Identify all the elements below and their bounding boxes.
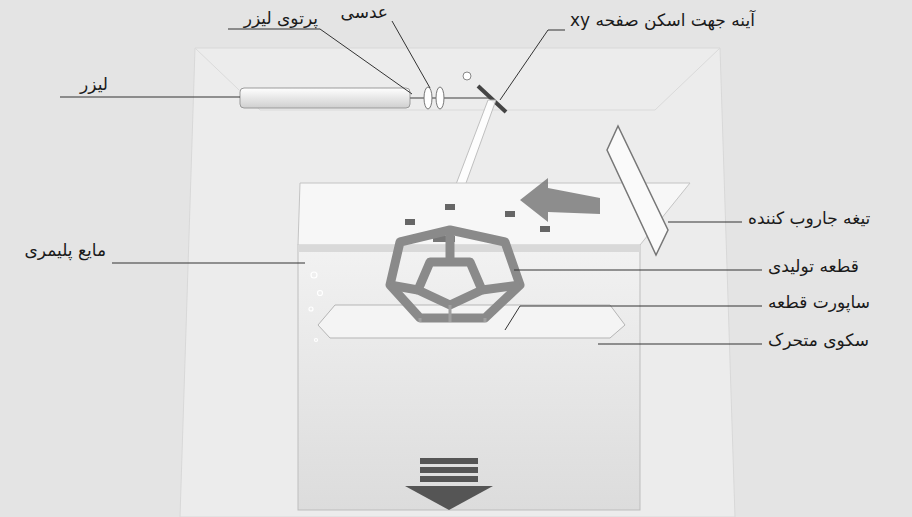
blade-label: تیغه جاروب کننده bbox=[746, 208, 872, 228]
laser-beam bbox=[410, 97, 492, 99]
housing-edge bbox=[195, 48, 720, 110]
part-supports bbox=[420, 305, 485, 322]
cured-spot bbox=[445, 204, 455, 210]
resin-vat bbox=[298, 245, 640, 510]
laser-label: لیزر bbox=[78, 74, 110, 94]
resin-label: مایع پلیمری bbox=[23, 240, 108, 260]
lens-label: عدسی bbox=[339, 2, 390, 22]
printer-housing bbox=[180, 48, 735, 517]
recoater-blade bbox=[607, 126, 668, 255]
lens bbox=[424, 87, 432, 109]
cured-spot bbox=[405, 219, 415, 225]
sweep-arrow bbox=[520, 178, 600, 222]
vat-rim bbox=[298, 245, 640, 252]
leader-lines bbox=[60, 21, 762, 344]
mirror-label: آینه جهت اسکن صفحه xy bbox=[568, 10, 757, 30]
mirror-pivot bbox=[463, 72, 471, 80]
platform-label: سکوی متحرک bbox=[766, 330, 871, 350]
laser-tube bbox=[240, 88, 410, 108]
bubbles bbox=[309, 272, 324, 342]
support-label: ساپورت قطعه bbox=[766, 292, 872, 312]
cured-spot bbox=[540, 226, 550, 232]
part-label: قطعه تولیدی bbox=[766, 256, 861, 276]
laser-beam-label: پرتوی لیزر bbox=[242, 8, 320, 28]
lens bbox=[436, 87, 444, 109]
cured-spot bbox=[505, 211, 515, 217]
platform-arrow bbox=[405, 458, 493, 510]
printed-part bbox=[390, 230, 520, 318]
